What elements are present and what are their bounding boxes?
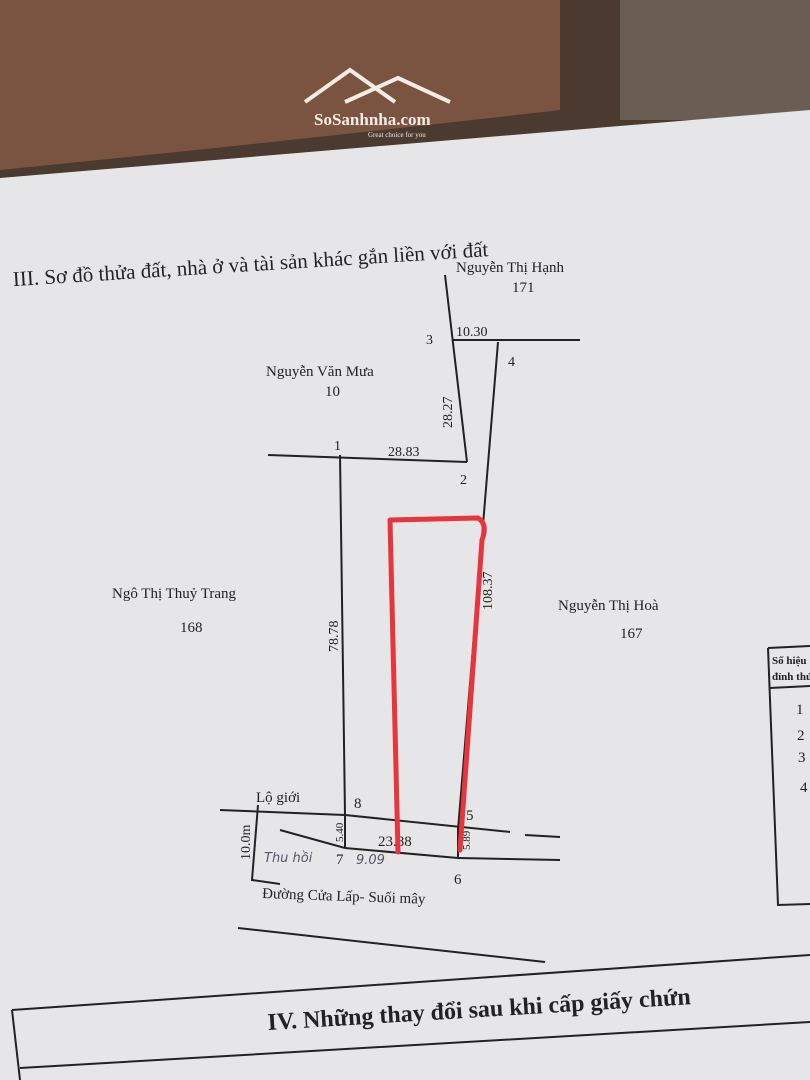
neighbor-name: Ngô Thị Thuỷ Trang: [112, 586, 237, 602]
background-wall: [620, 0, 810, 120]
watermark-logo: SoSanhnha.com Great choice for you: [303, 67, 451, 139]
handwritten-value: 9.09: [356, 853, 385, 868]
table-header: Số hiệu: [772, 655, 807, 667]
neighbor-parcel: 167: [620, 626, 643, 642]
dimension-label: 108.37: [481, 572, 496, 611]
vertex-label: 6: [454, 872, 462, 888]
dimension-label: 28.83: [388, 445, 420, 460]
dimension-label: 28.27: [441, 397, 456, 429]
paper-sheet: [0, 110, 810, 1080]
neighbor-parcel: 171: [512, 280, 535, 296]
watermark-tagline: Great choice for you: [368, 131, 426, 139]
road-name: Đường Cửa Lấp- Suối mây: [262, 886, 426, 908]
vertex-label: 7: [336, 852, 344, 868]
vertex-label: 1: [334, 439, 341, 454]
house-logo-icon: [303, 67, 451, 104]
highlighted-plot-outline: [387, 515, 487, 855]
section-iv-box: [11, 954, 810, 1080]
dimension-label: 5.40: [334, 822, 346, 842]
vertex-label: 2: [460, 473, 467, 488]
vertex-label: 3: [426, 333, 433, 348]
setback-label: Lộ giới: [256, 790, 300, 806]
vertex-label: 8: [354, 796, 362, 812]
table-header: đỉnh thửa: [772, 671, 810, 683]
neighbor-parcel: 168: [180, 620, 203, 636]
vertex-label: 4: [508, 355, 515, 370]
setback-dimension: 10.0m: [239, 825, 254, 861]
watermark-brand: SoSanhnha.com: [314, 110, 431, 129]
dimension-label: 5.89: [461, 830, 473, 850]
parcel-boundary: [219, 274, 580, 963]
neighbor-parcel: 10: [325, 384, 340, 400]
table-row: 4: [800, 780, 808, 796]
neighbor-name: Nguyễn Văn Mưa: [266, 364, 374, 380]
handwritten-note: Thu hồi: [264, 851, 313, 866]
table-row: 2: [797, 728, 805, 744]
dimension-label: 23.88: [378, 834, 412, 850]
arm-background: [0, 0, 560, 170]
neighbor-name: Nguyễn Thị Hạnh: [456, 260, 565, 276]
dimension-label: 78.78: [327, 621, 342, 653]
dimension-label: 10.30: [456, 325, 488, 340]
neighbor-name: Nguyễn Thị Hoà: [558, 598, 659, 614]
table-row: 1: [796, 702, 804, 718]
vertex-table: Số hiệu đỉnh thửa 1 2 3 4: [767, 645, 810, 907]
table-row: 3: [798, 750, 806, 766]
vertex-label: 5: [466, 808, 474, 824]
